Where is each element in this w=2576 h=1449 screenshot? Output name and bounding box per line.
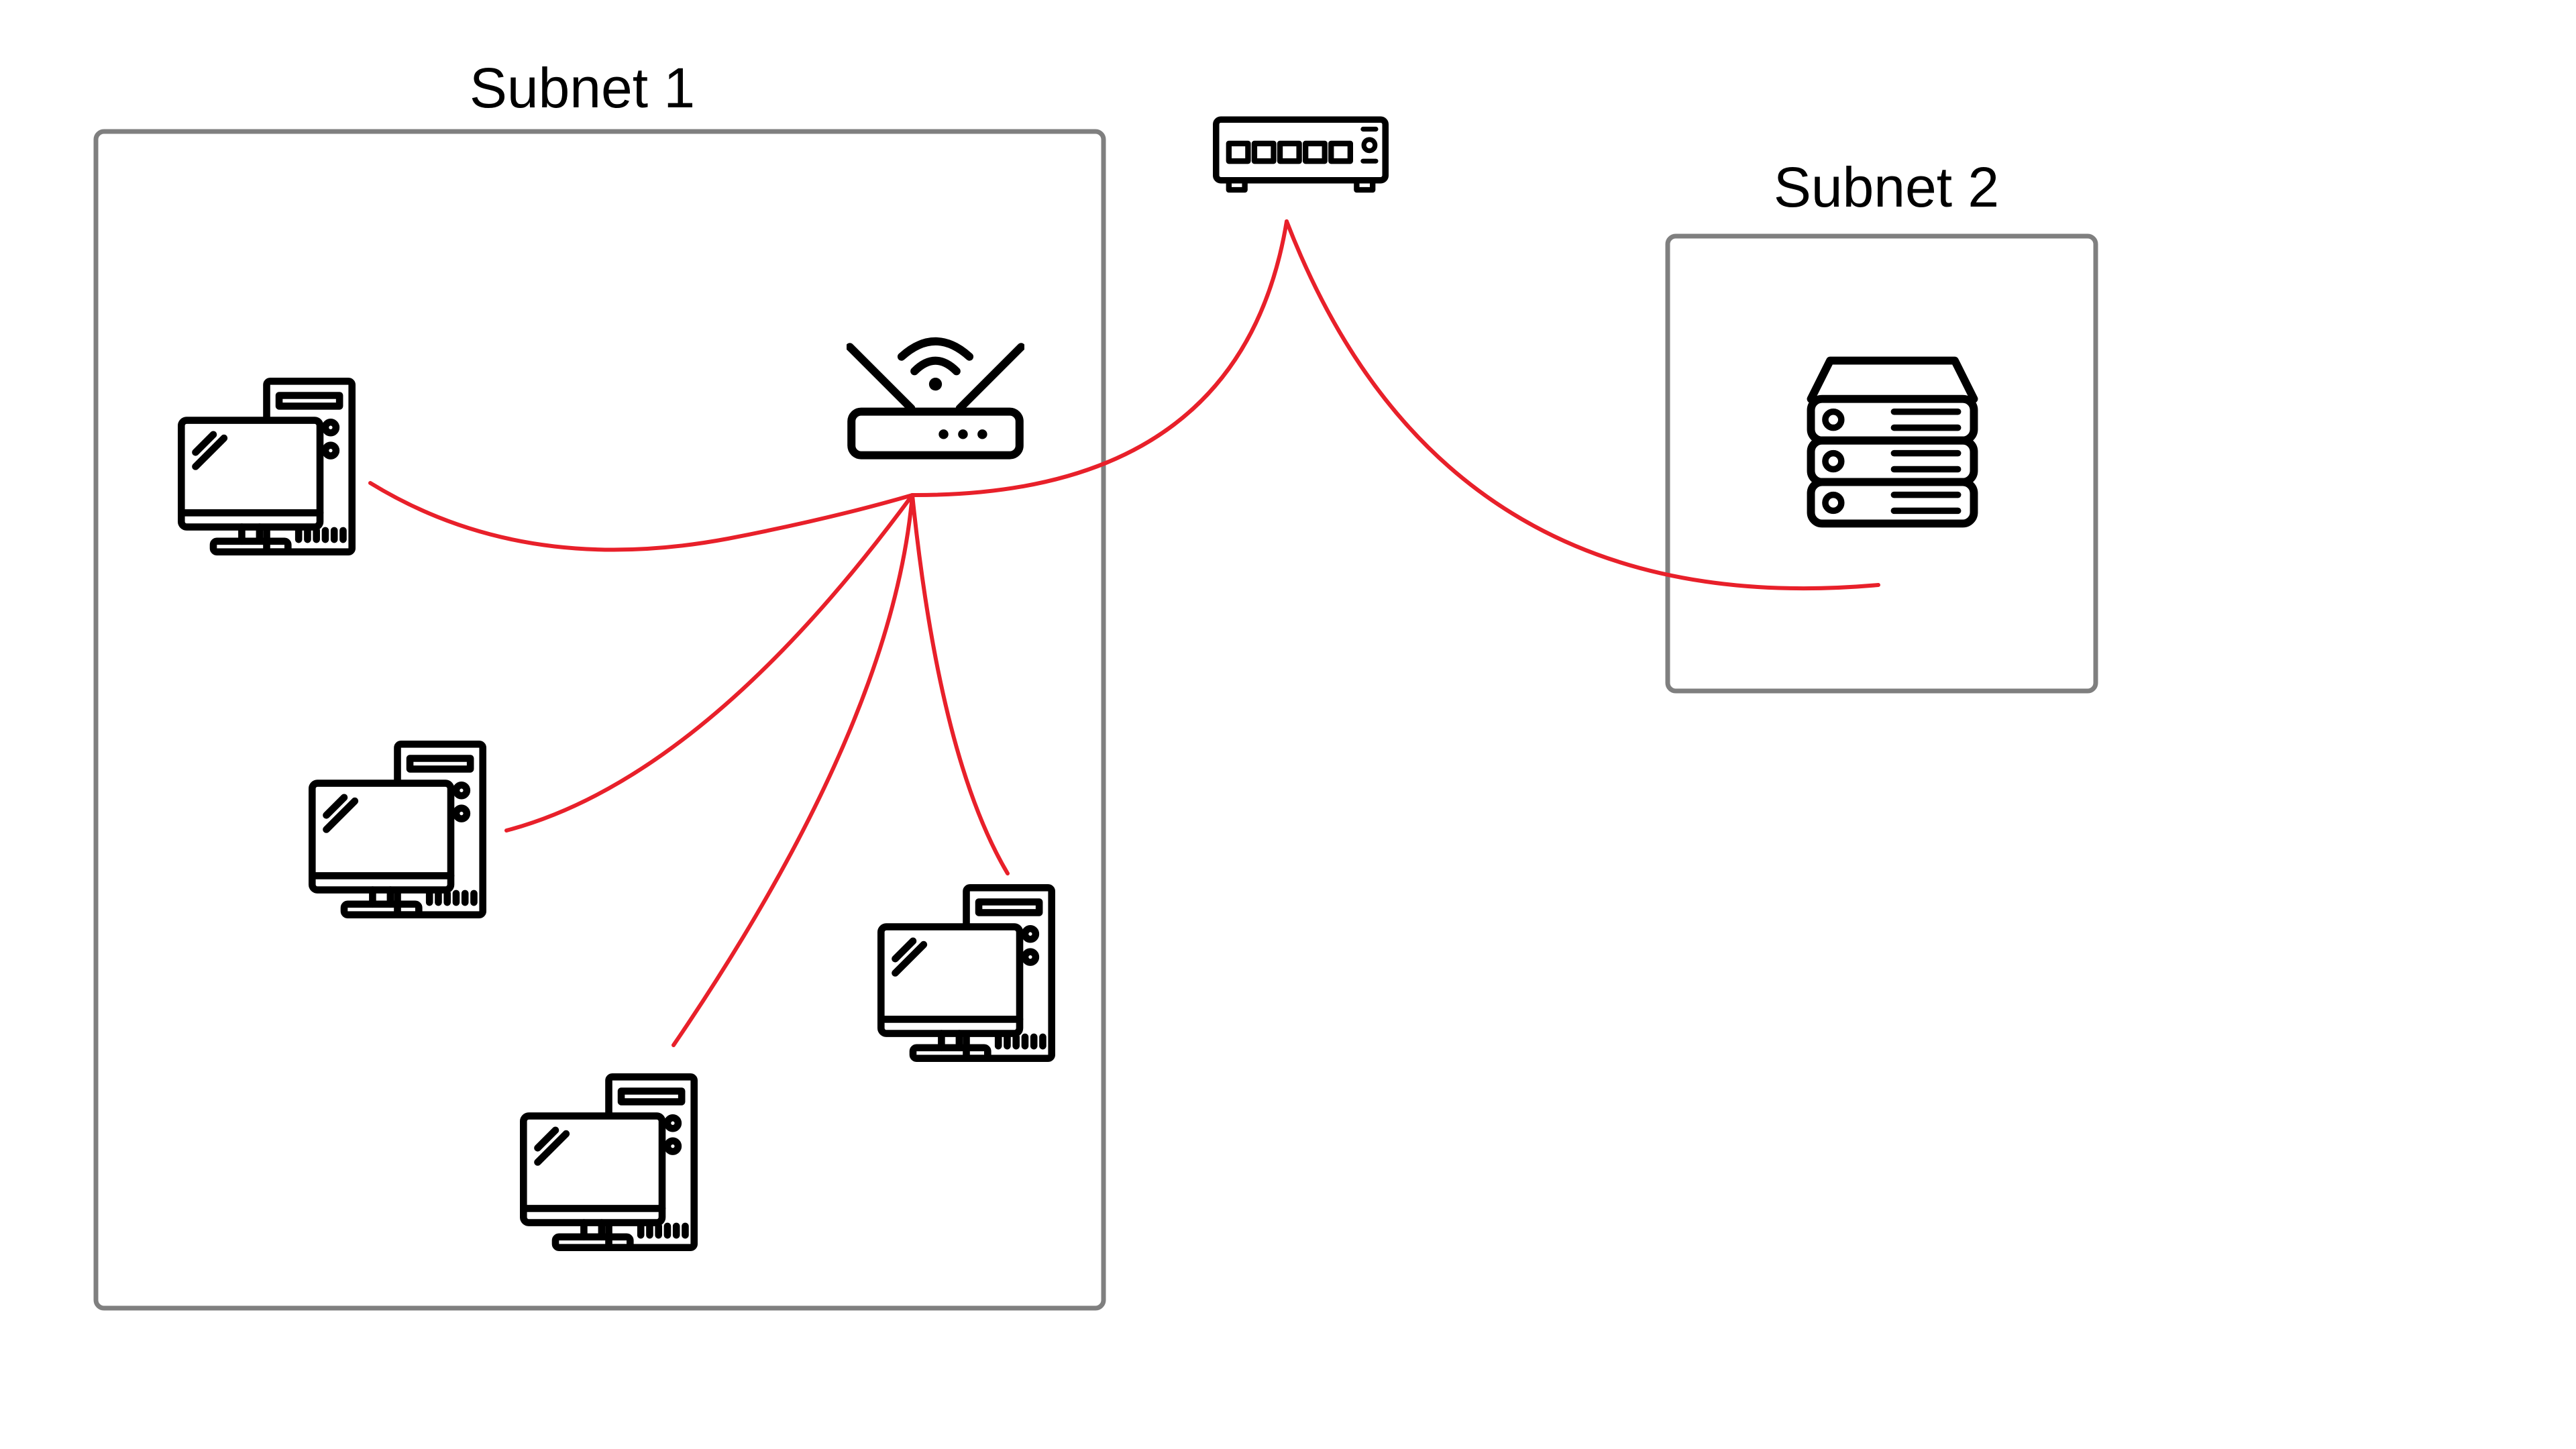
desktop-computer-icon <box>881 888 1051 1058</box>
subnet-2-label: Subnet 2 <box>1774 156 1999 219</box>
server-icon <box>1811 361 1974 524</box>
link-computer-4-router <box>910 493 1010 875</box>
link-computer-2-router <box>504 493 914 833</box>
subnet-2-box <box>1665 233 2098 694</box>
desktop-computer-icon <box>312 744 482 914</box>
subnet-1-box <box>93 129 1106 1311</box>
link-router-switch <box>910 219 1289 498</box>
link-switch-server <box>1285 219 1880 591</box>
subnet-1-label: Subnet 1 <box>470 56 695 119</box>
desktop-computer-icon <box>181 381 352 551</box>
wifi-router-icon <box>850 341 1021 455</box>
switch-icon <box>1216 119 1385 190</box>
link-computer-3-router <box>672 493 914 1047</box>
link-computer-1-router <box>368 481 914 552</box>
desktop-computer-icon <box>523 1077 694 1247</box>
